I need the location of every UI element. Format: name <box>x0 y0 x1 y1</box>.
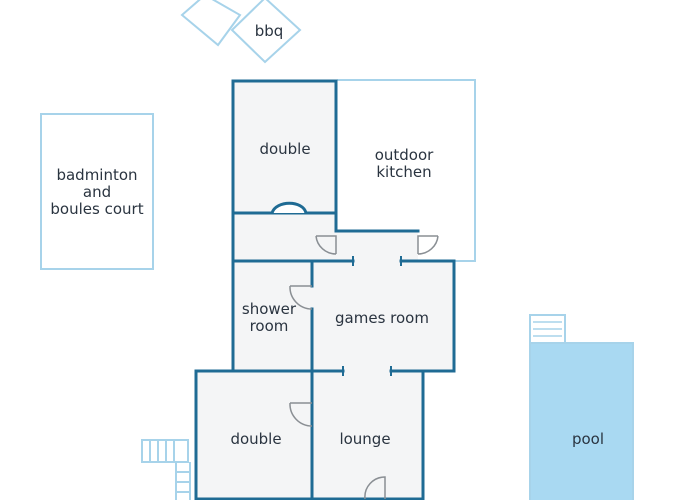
arched-doorway <box>270 201 308 214</box>
bbq-area: bbq <box>180 0 302 64</box>
badminton-label-line3: boules court <box>50 200 143 218</box>
shower-label-line1: shower <box>242 300 297 318</box>
badminton-label-line2: and <box>83 183 111 201</box>
door-swing-shower <box>289 285 313 310</box>
bbq-structure-left <box>180 0 242 47</box>
door-swing-lounge <box>364 476 386 500</box>
room-fills <box>196 81 454 500</box>
door-swings <box>289 235 439 500</box>
hall-fill <box>336 230 418 261</box>
pool-label: pool <box>572 430 604 448</box>
double-bottom-label: double <box>230 430 281 448</box>
double-top-fill <box>233 81 336 261</box>
badminton-court: badminton and boules court <box>40 113 154 270</box>
double-top-label: double <box>259 140 310 158</box>
lounge-label: lounge <box>339 430 390 448</box>
bbq-structure-right <box>230 0 302 64</box>
pool-water <box>529 342 634 500</box>
badminton-label-line1: badminton <box>56 166 137 184</box>
shower-label-line2: room <box>250 317 289 335</box>
badminton-court-outline <box>40 113 154 270</box>
door-swing-corridor-right <box>417 235 439 255</box>
bbq-label: bbq <box>255 22 284 40</box>
outdoor-kitchen-label-line2: kitchen <box>376 163 431 181</box>
games-room-label: games room <box>335 309 429 327</box>
outdoor-kitchen-label-line1: outdoor <box>375 146 434 164</box>
outdoor-kitchen: outdoor kitchen <box>337 79 476 262</box>
pool-area: pool <box>529 314 634 500</box>
middle-fill <box>233 261 454 371</box>
door-swing-double-bottom <box>289 402 313 427</box>
door-ticks <box>342 256 402 376</box>
outdoor-kitchen-outline <box>337 79 476 262</box>
outdoor-steps <box>141 439 191 500</box>
door-swing-corridor-left <box>315 235 337 255</box>
